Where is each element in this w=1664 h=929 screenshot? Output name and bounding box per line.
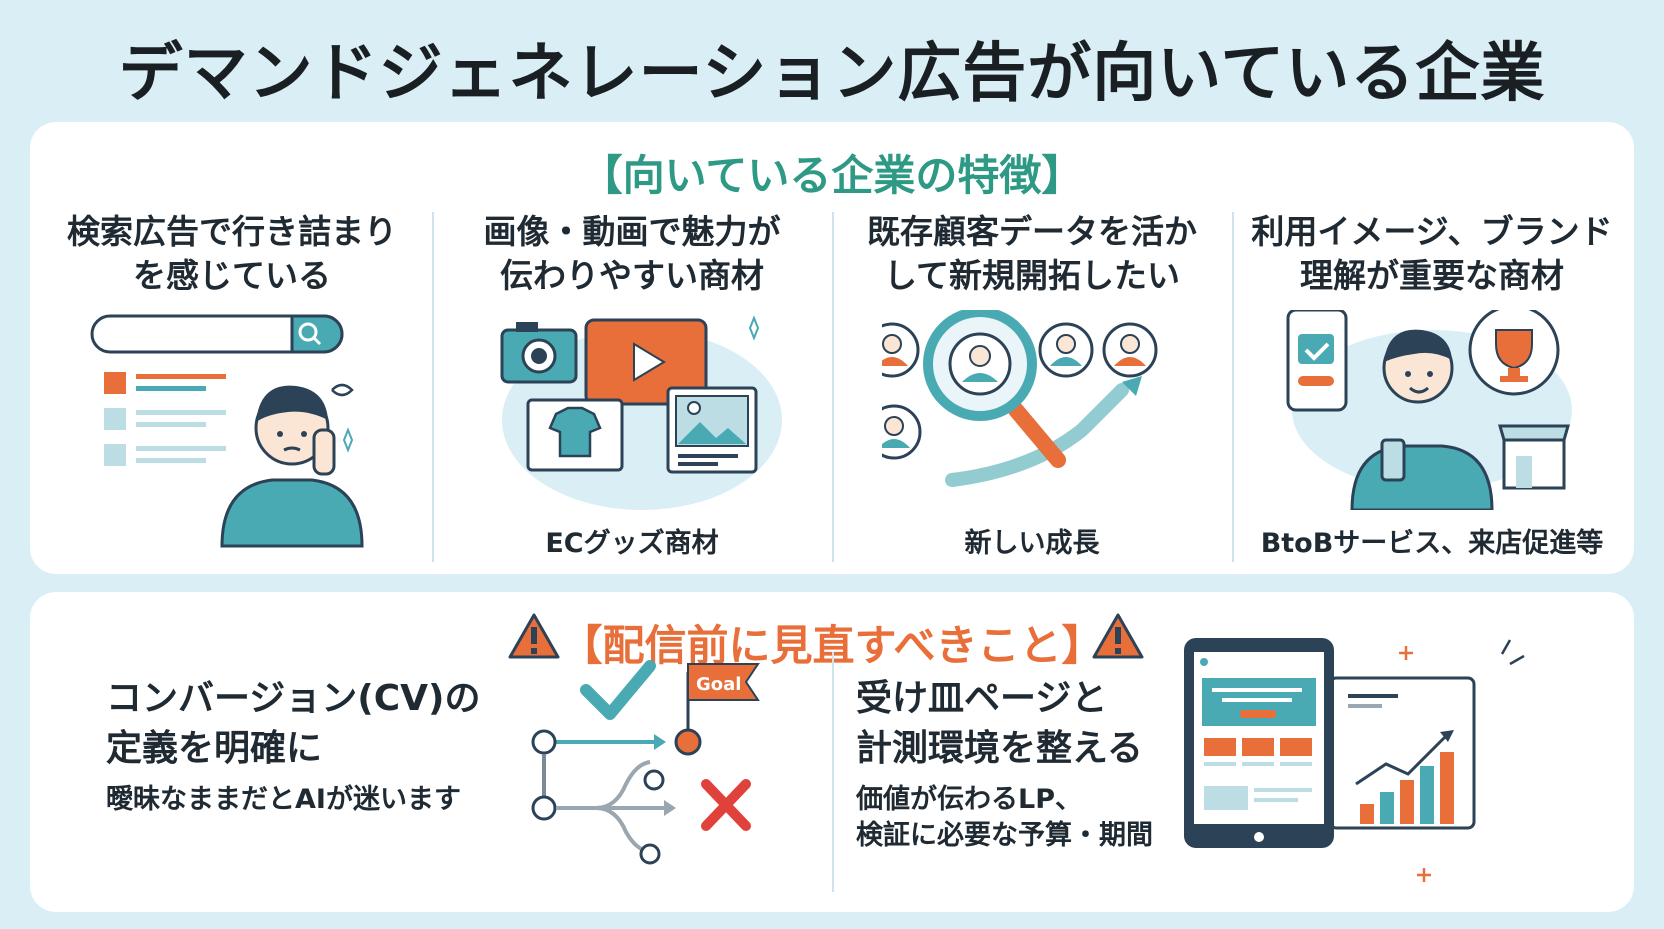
feature-visual-products: 画像・動画で魅力が 伝わりやすい商材	[432, 202, 832, 572]
goal-flag-label: Goal	[696, 674, 741, 695]
page-title: デマンドジェネレーション広告が向いている企業	[118, 37, 1546, 111]
review-panel: 【配信前に見直すべきこと】 コンバージョン(CV)の 定義を明確に 曖昧なままだ…	[30, 592, 1634, 912]
feature-title: 利用イメージ、ブランド 理解が重要な商材	[1251, 212, 1613, 295]
tablet-analytics-illustration	[1184, 638, 1525, 882]
review-cv-definition: コンバージョン(CV)の 定義を明確に 曖昧なままだとAIが迷います	[106, 674, 480, 818]
feature-caption: ECグッズ商材	[545, 528, 719, 559]
feature-title: 画像・動画で魅力が 伝わりやすい商材	[483, 212, 781, 295]
warning-icon	[1092, 613, 1144, 659]
feature-search-stuck: 検索広告で行き詰まり を感じている	[32, 202, 432, 572]
review-subtext: 曖昧なままだとAIが迷います	[106, 784, 461, 815]
brand-illustration	[1286, 310, 1572, 510]
avatar	[1102, 322, 1158, 378]
trophy-icon	[1468, 310, 1560, 396]
avatar	[882, 404, 922, 460]
suited-companies-panel: 【向いている企業の特徴】 検索広告で行き詰まり を感じている	[30, 122, 1634, 574]
cross-icon	[701, 779, 751, 831]
review-subtext: 価値が伝わるLP、 検証に必要な予算・期間	[856, 784, 1153, 851]
phone-check-icon	[1286, 310, 1348, 412]
divider	[832, 652, 834, 892]
feature-caption: BtoBサービス、来店促進等	[1260, 528, 1604, 559]
feature-title: 検索広告で行き詰まり を感じている	[67, 212, 397, 295]
tshirt-icon	[526, 398, 624, 472]
tablet-icon	[1184, 638, 1334, 848]
feature-title: 既存顧客データを活か して新規開拓したい	[867, 212, 1197, 295]
customer-data-illustration	[882, 310, 1158, 487]
feature-brand-understanding: 利用イメージ、ブランド 理解が重要な商材	[1232, 202, 1632, 572]
review-title: コンバージョン(CV)の 定義を明確に	[106, 678, 481, 769]
search-stuck-illustration	[90, 314, 364, 548]
divider	[1232, 212, 1234, 562]
goal-flag-icon: Goal	[674, 663, 760, 756]
feature-caption: 新しい成長	[964, 528, 1100, 559]
divider	[432, 212, 434, 562]
suited-heading: 【向いている企業の特徴】	[580, 151, 1084, 200]
avatar	[1038, 322, 1094, 378]
play-icon	[584, 318, 708, 406]
avatar	[882, 322, 920, 378]
divider	[832, 212, 834, 562]
review-title: 受け皿ページと 計測環境を整える	[856, 678, 1143, 769]
magnifier-icon	[923, 310, 1066, 468]
goal-flow-illustration: Goal	[531, 660, 760, 865]
review-landing-tracking: 受け皿ページと 計測環境を整える 価値が伝わるLP、 検証に必要な予算・期間	[856, 674, 1153, 854]
feature-customer-data: 既存顧客データを活か して新規開拓したい 新しい成長	[832, 202, 1232, 572]
camera-icon	[500, 322, 578, 384]
image-icon	[666, 386, 758, 474]
bar-chart-icon	[1328, 676, 1476, 830]
check-icon	[580, 660, 656, 720]
warning-icon	[508, 613, 560, 659]
visual-products-illustration	[500, 315, 782, 510]
store-icon	[1498, 424, 1570, 490]
search-icon	[298, 322, 322, 346]
